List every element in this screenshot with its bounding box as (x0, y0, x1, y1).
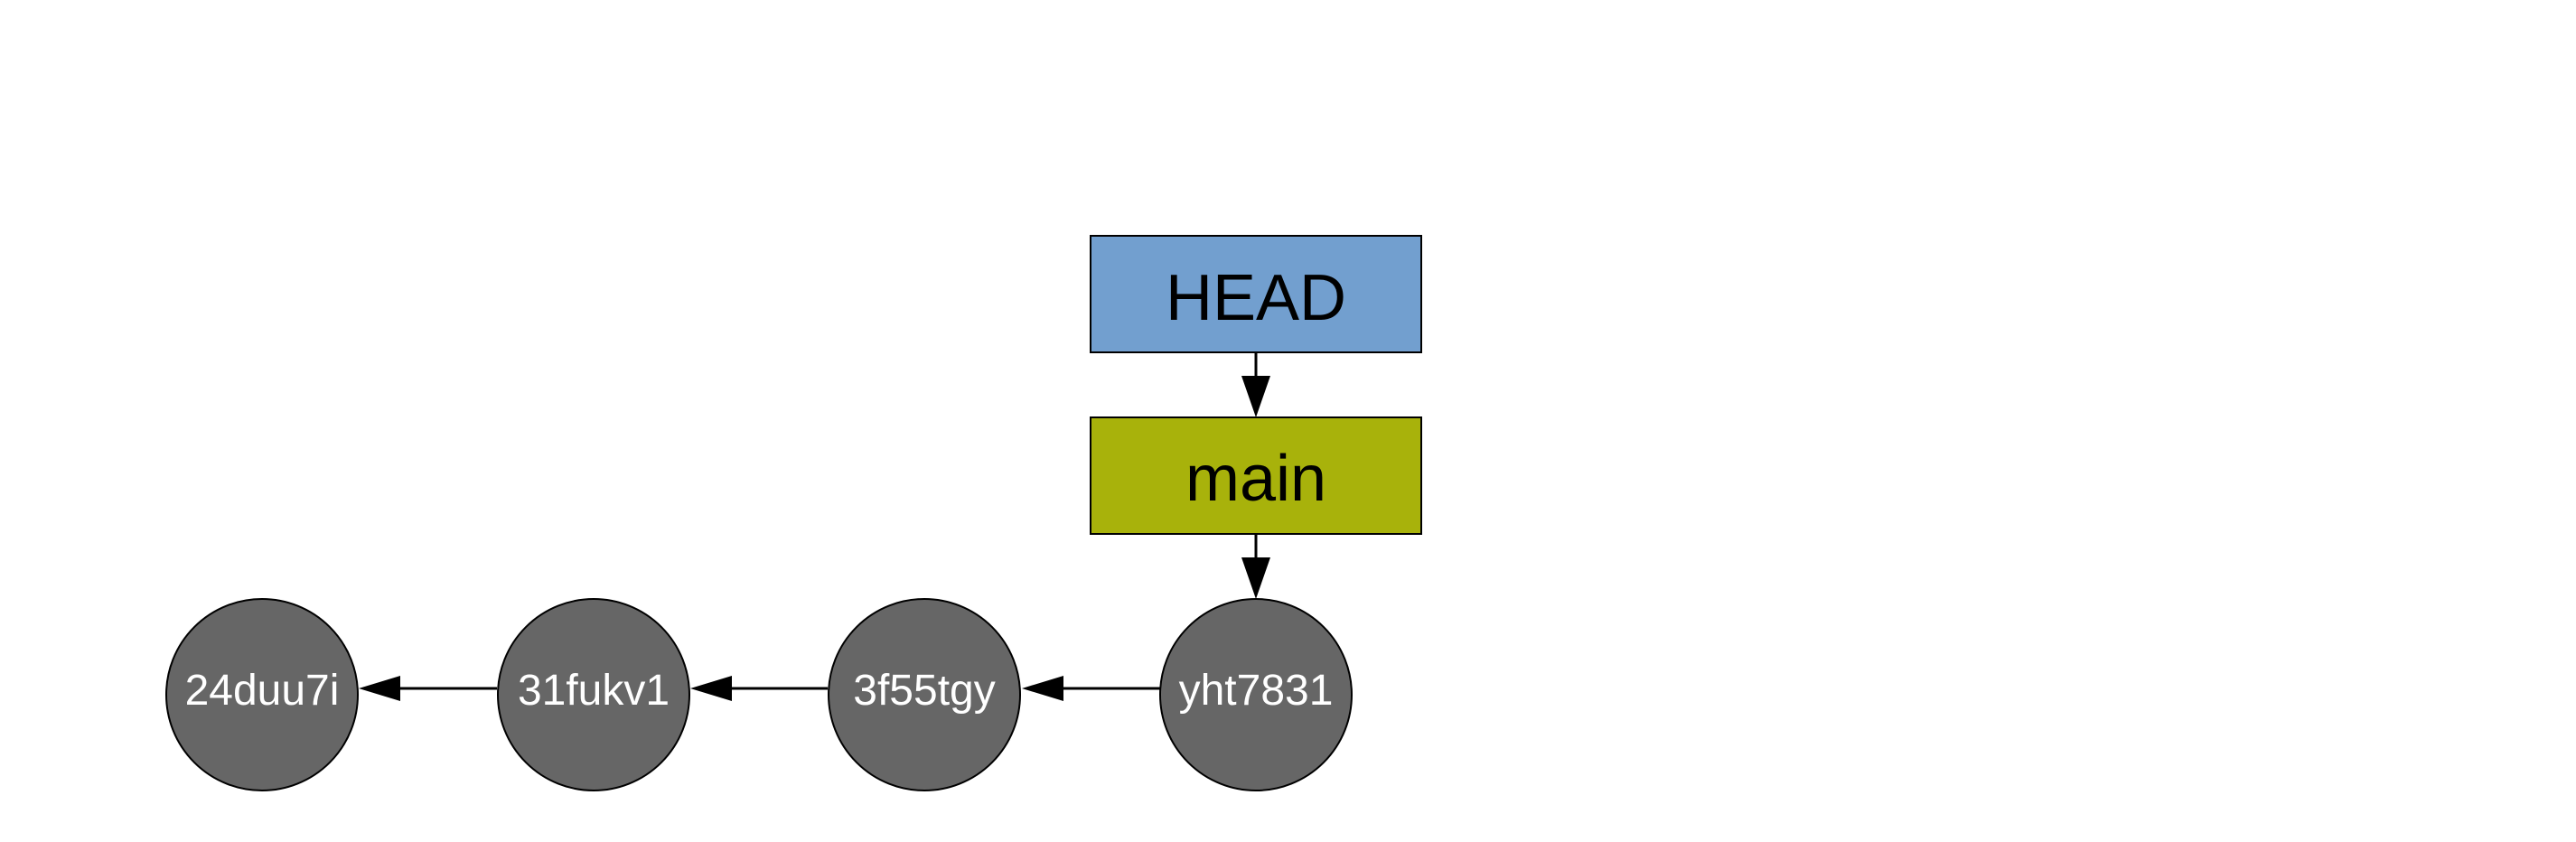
parent-arrow-3 (1022, 676, 1160, 701)
commit-node: 24duu7i (165, 598, 359, 791)
commit-circle (828, 598, 1021, 791)
commit-id: 24duu7i (185, 667, 340, 715)
commit-circle (497, 598, 690, 791)
head-label: HEAD (1166, 262, 1346, 334)
head-to-main-arrow (1241, 352, 1270, 417)
parent-arrow-2 (690, 676, 828, 701)
main-label: main (1185, 443, 1326, 515)
commit-circle (165, 598, 359, 791)
commit-id: 3f55tgy (853, 667, 995, 715)
parent-arrow-1 (359, 676, 497, 701)
main-box (1090, 416, 1422, 535)
head-box (1090, 235, 1422, 353)
commit-id: yht7831 (1179, 667, 1334, 715)
commit-id: 31fukv1 (518, 667, 670, 715)
head-ref: HEAD (1090, 235, 1422, 353)
commit-node: 31fukv1 (497, 598, 690, 791)
commit-node: 3f55tgy (828, 598, 1021, 791)
branch-ref-main: main (1090, 416, 1422, 535)
commit-node: yht7831 (1159, 598, 1353, 791)
main-to-commit-arrow (1241, 534, 1270, 599)
commit-circle (1159, 598, 1353, 791)
